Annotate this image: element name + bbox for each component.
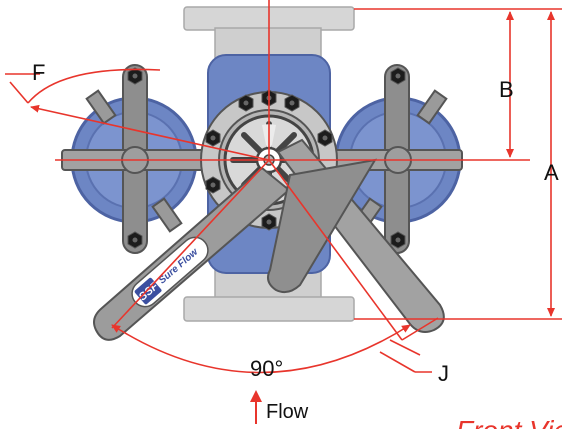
dimension-lines bbox=[5, 0, 562, 374]
lever-handle-left: SSF Sure Flow bbox=[93, 166, 291, 341]
dimension-label-b: B bbox=[499, 77, 514, 102]
dimension-label-j: J bbox=[438, 361, 449, 386]
left-handle-assembly bbox=[61, 64, 205, 254]
angle-label: 90° bbox=[250, 356, 283, 381]
dimension-label-f: F bbox=[32, 60, 45, 85]
flow-label: Flow bbox=[266, 401, 309, 423]
view-title: Front View bbox=[456, 415, 562, 429]
dimension-label-a: A bbox=[544, 160, 559, 185]
lever-handle-right bbox=[267, 138, 445, 333]
flow-arrow bbox=[250, 390, 262, 424]
